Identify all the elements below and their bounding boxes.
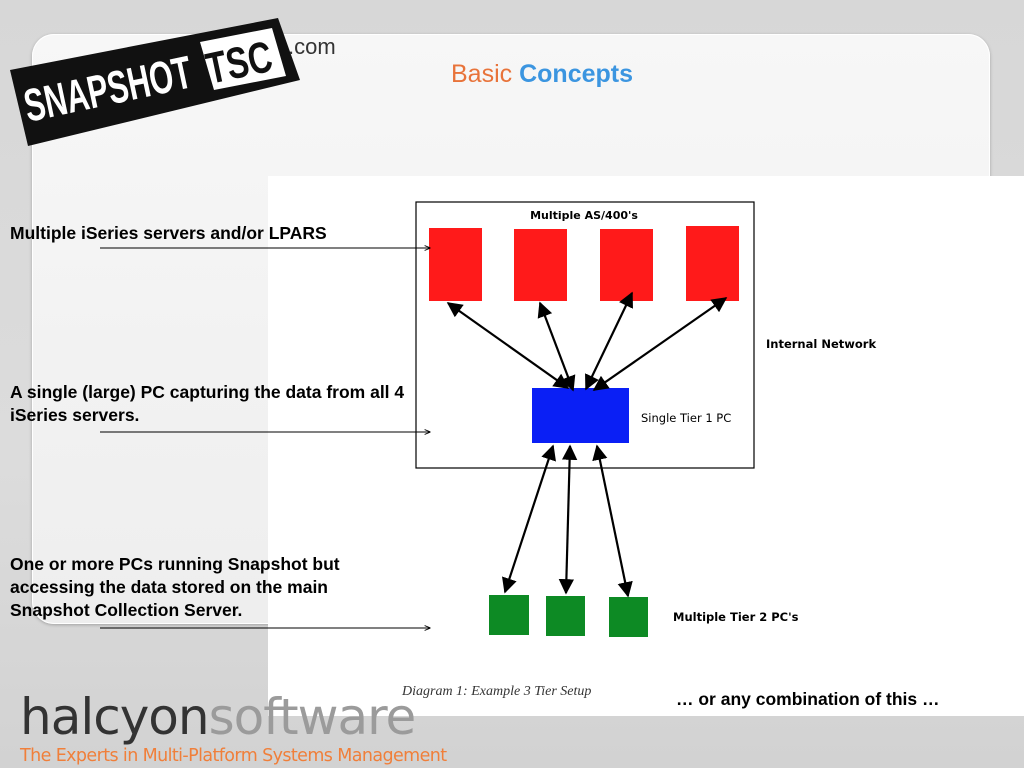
tier2-pc-3 <box>609 597 648 637</box>
halcyon-logo: halcyonsoftware <box>20 688 417 746</box>
snapshot-tsc-logo: SNAPSHOT TSC .com <box>10 18 336 146</box>
arrow-server4-tier1 <box>592 297 728 391</box>
arrow-tier1-tier2-2 <box>558 444 578 595</box>
as400-server-1 <box>429 228 482 301</box>
combination-note: … or any combination of this … <box>676 689 940 709</box>
as400-server-2 <box>514 229 567 301</box>
tier2-label: Multiple Tier 2 PC's <box>673 610 799 624</box>
slide-title: Basic Concepts <box>0 60 1024 89</box>
arrow-tier1-tier2-3 <box>592 444 633 598</box>
connection-arrows <box>446 291 728 598</box>
tier2-pc-1 <box>489 595 529 635</box>
internal-network-label: Internal Network <box>766 337 876 351</box>
footer-tagline: The Experts in Multi-Platform Systems Ma… <box>20 746 447 766</box>
as400-server-3 <box>600 229 653 301</box>
tier2-pc-2 <box>546 596 585 636</box>
diagram-area: Multiple AS/400's Single Tier 1 PC Inter… <box>268 176 1024 716</box>
logo-word-halcyon: halcyon <box>20 688 210 746</box>
annotation-iseries: Multiple iSeries servers and/or LPARS <box>10 223 327 243</box>
diagram-caption: Diagram 1: Example 3 Tier Setup <box>402 684 592 699</box>
title-part-basic: Basic <box>451 60 513 88</box>
as400-group-label: Multiple AS/400's <box>530 209 638 222</box>
arrow-tier1-tier2-1 <box>502 444 556 594</box>
tier1-pc <box>532 388 629 443</box>
logo-suffix: .com <box>288 34 336 59</box>
annotation-tier1: A single (large) PC capturing the data f… <box>10 382 405 425</box>
annotation-tier2: One or more PCs running Snapshot but acc… <box>10 554 340 620</box>
logo-word-software: software <box>208 688 417 746</box>
as400-server-4 <box>686 226 739 301</box>
tier-diagram: Multiple AS/400's Single Tier 1 PC Inter… <box>415 201 876 637</box>
logo-tsc-box <box>200 28 286 90</box>
title-part-concepts: Concepts <box>519 60 633 88</box>
arrow-server2-tier1 <box>537 301 576 392</box>
tier1-label: Single Tier 1 PC <box>641 411 731 425</box>
